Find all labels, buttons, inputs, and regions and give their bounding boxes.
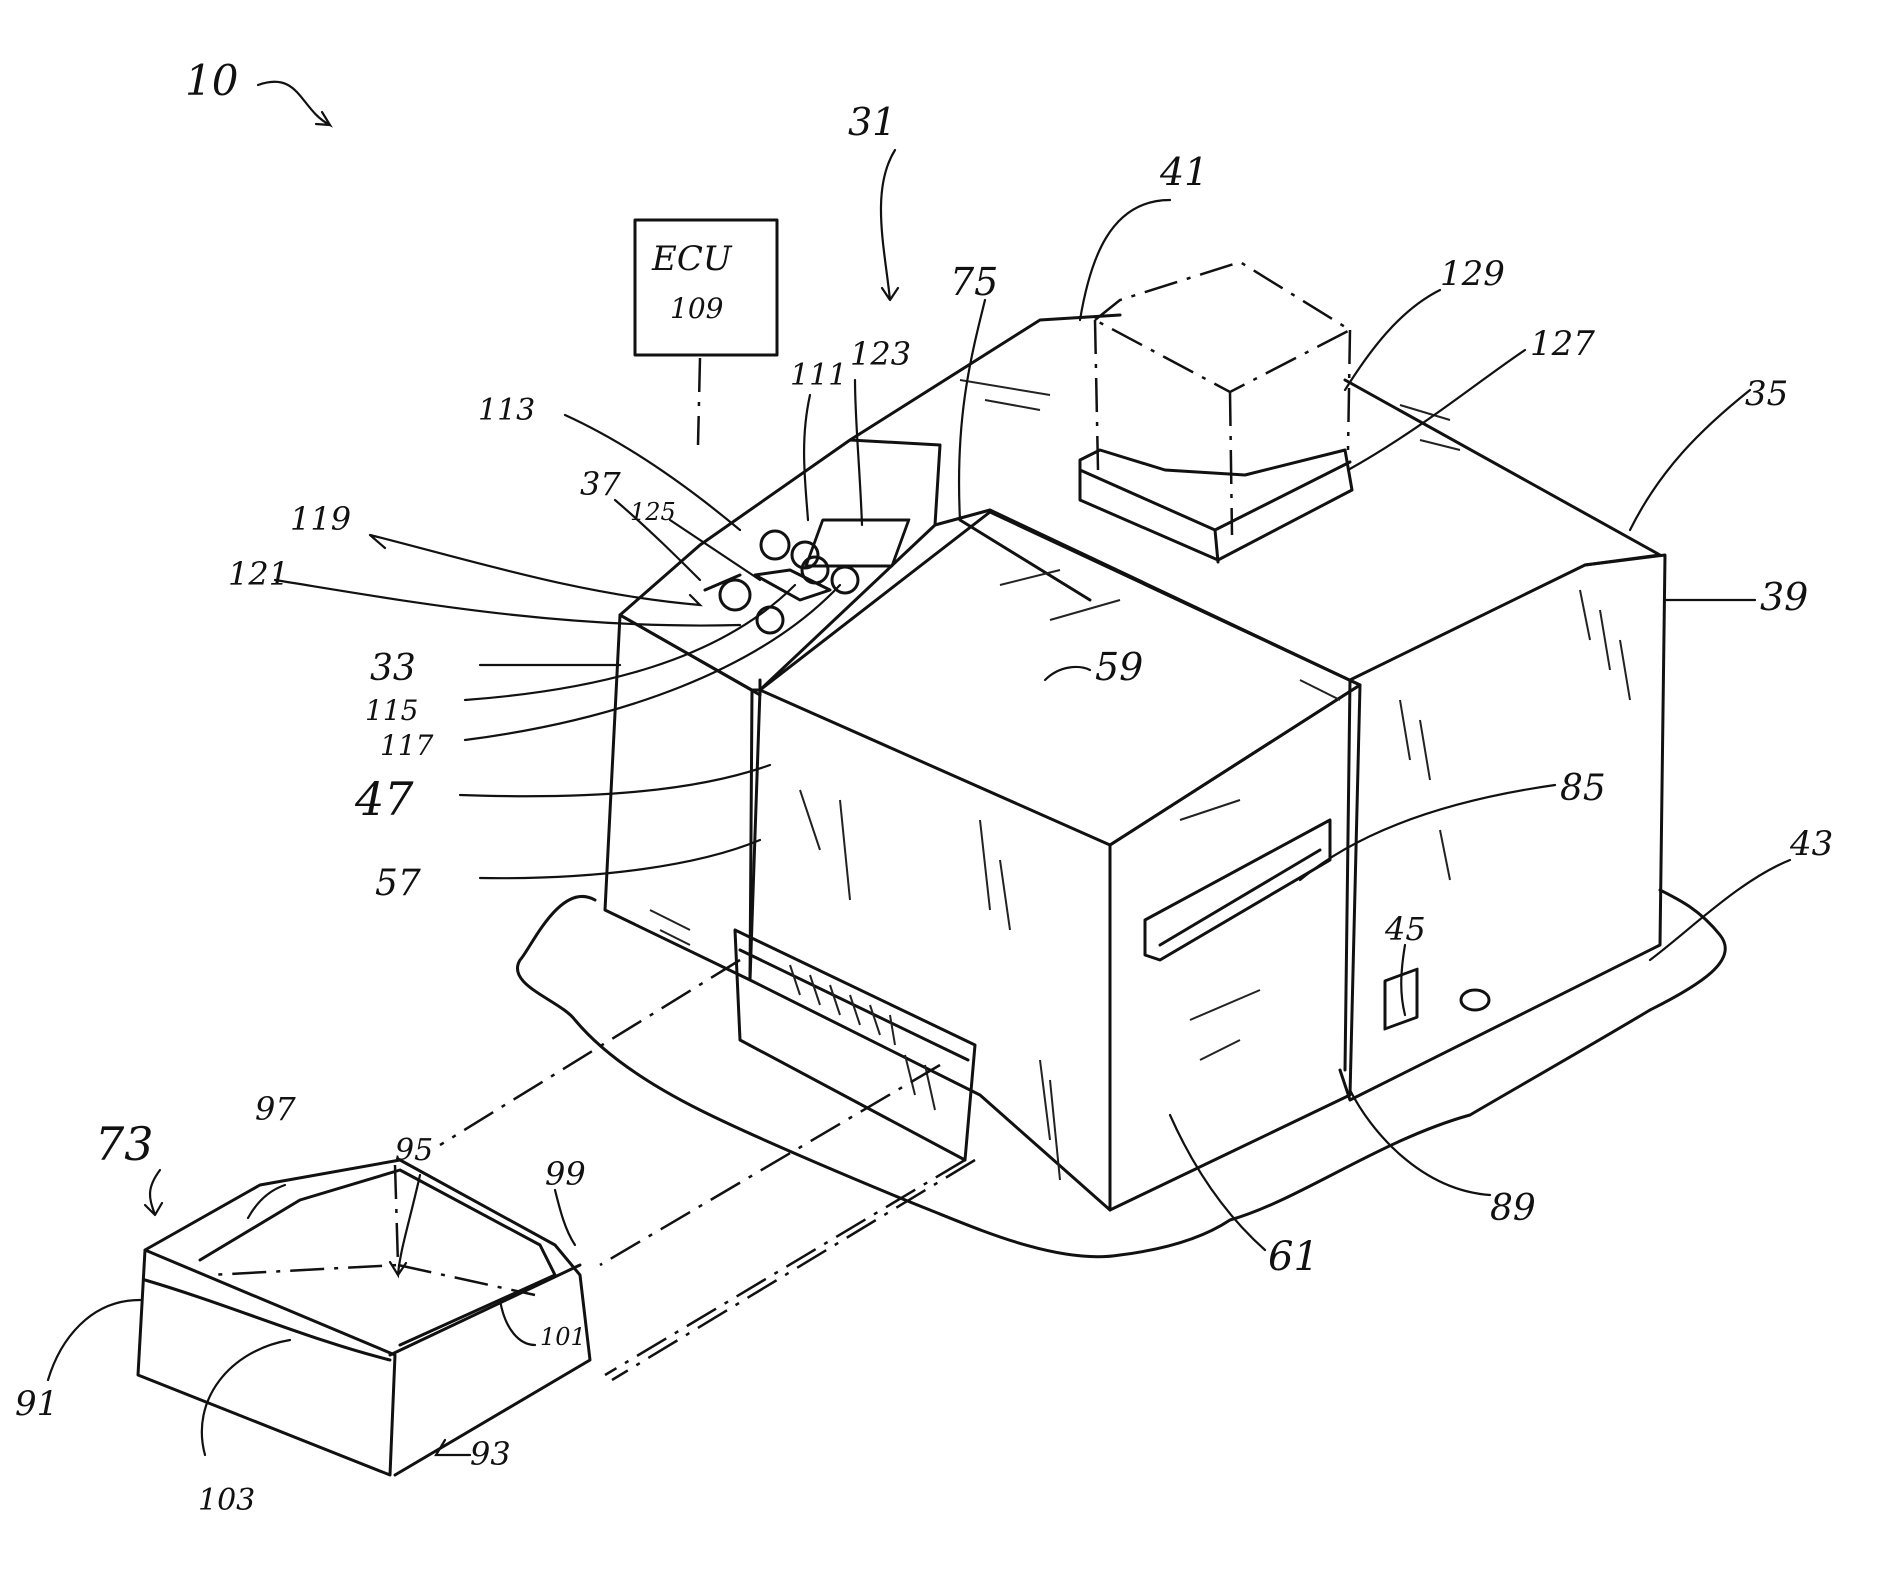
- label-33: 33: [370, 648, 416, 689]
- label-89: 89: [1490, 1188, 1536, 1229]
- panel-button-5: [720, 580, 750, 610]
- label-59: 59: [1095, 645, 1143, 689]
- label-103: 103: [198, 1483, 255, 1518]
- label-127: 127: [1530, 324, 1595, 364]
- label-91: 91: [15, 1384, 58, 1424]
- label-37: 37: [580, 465, 621, 503]
- knob: [1461, 990, 1489, 1010]
- drawer-lip: [145, 1280, 390, 1360]
- label-61: 61: [1268, 1234, 1319, 1280]
- ecu-connector: [698, 358, 700, 445]
- label-99: 99: [545, 1155, 586, 1193]
- label-41: 41: [1159, 150, 1208, 194]
- reference-labels: 10 31 41 75 129 127 35 39 123 111 113 37…: [15, 56, 1833, 1518]
- floor-outline: [517, 890, 1725, 1257]
- label-85: 85: [1560, 768, 1606, 809]
- label-73: 73: [95, 1117, 154, 1171]
- label-115: 115: [365, 694, 418, 727]
- label-129: 129: [1440, 254, 1505, 294]
- label-93: 93: [470, 1435, 511, 1473]
- label-57: 57: [375, 863, 421, 904]
- label-119: 119: [290, 500, 351, 538]
- label-10: 10: [185, 56, 238, 105]
- front-grille: [735, 930, 975, 1160]
- label-113: 113: [478, 393, 535, 428]
- label-35: 35: [1745, 374, 1788, 414]
- label-101: 101: [540, 1323, 586, 1351]
- label-123: 123: [850, 335, 911, 373]
- label-75: 75: [950, 260, 998, 304]
- label-43: 43: [1789, 824, 1833, 864]
- panel-button-6: [757, 607, 783, 633]
- label-47: 47: [354, 772, 414, 826]
- label-97: 97: [255, 1090, 296, 1128]
- label-39: 39: [1760, 575, 1808, 619]
- panel-button-1: [761, 531, 789, 559]
- drawer-73: [138, 1160, 590, 1475]
- center-module-top: [760, 512, 1360, 845]
- label-121: 121: [228, 555, 289, 593]
- drawer-inner: [200, 1170, 555, 1345]
- center-module-right: [1110, 685, 1360, 1210]
- label-117: 117: [380, 729, 434, 762]
- label-45: 45: [1384, 910, 1426, 948]
- surface-shading: [650, 380, 1630, 1180]
- ecu-label: ECU: [651, 239, 733, 279]
- top-divider-75: [935, 510, 1360, 685]
- label-95: 95: [395, 1133, 433, 1168]
- label-111: 111: [790, 358, 847, 393]
- label-125: 125: [630, 498, 676, 526]
- slot-85: [1145, 820, 1330, 960]
- ecu-number: 109: [670, 292, 723, 325]
- label-31: 31: [848, 100, 896, 144]
- leader-lines: [48, 82, 1790, 1455]
